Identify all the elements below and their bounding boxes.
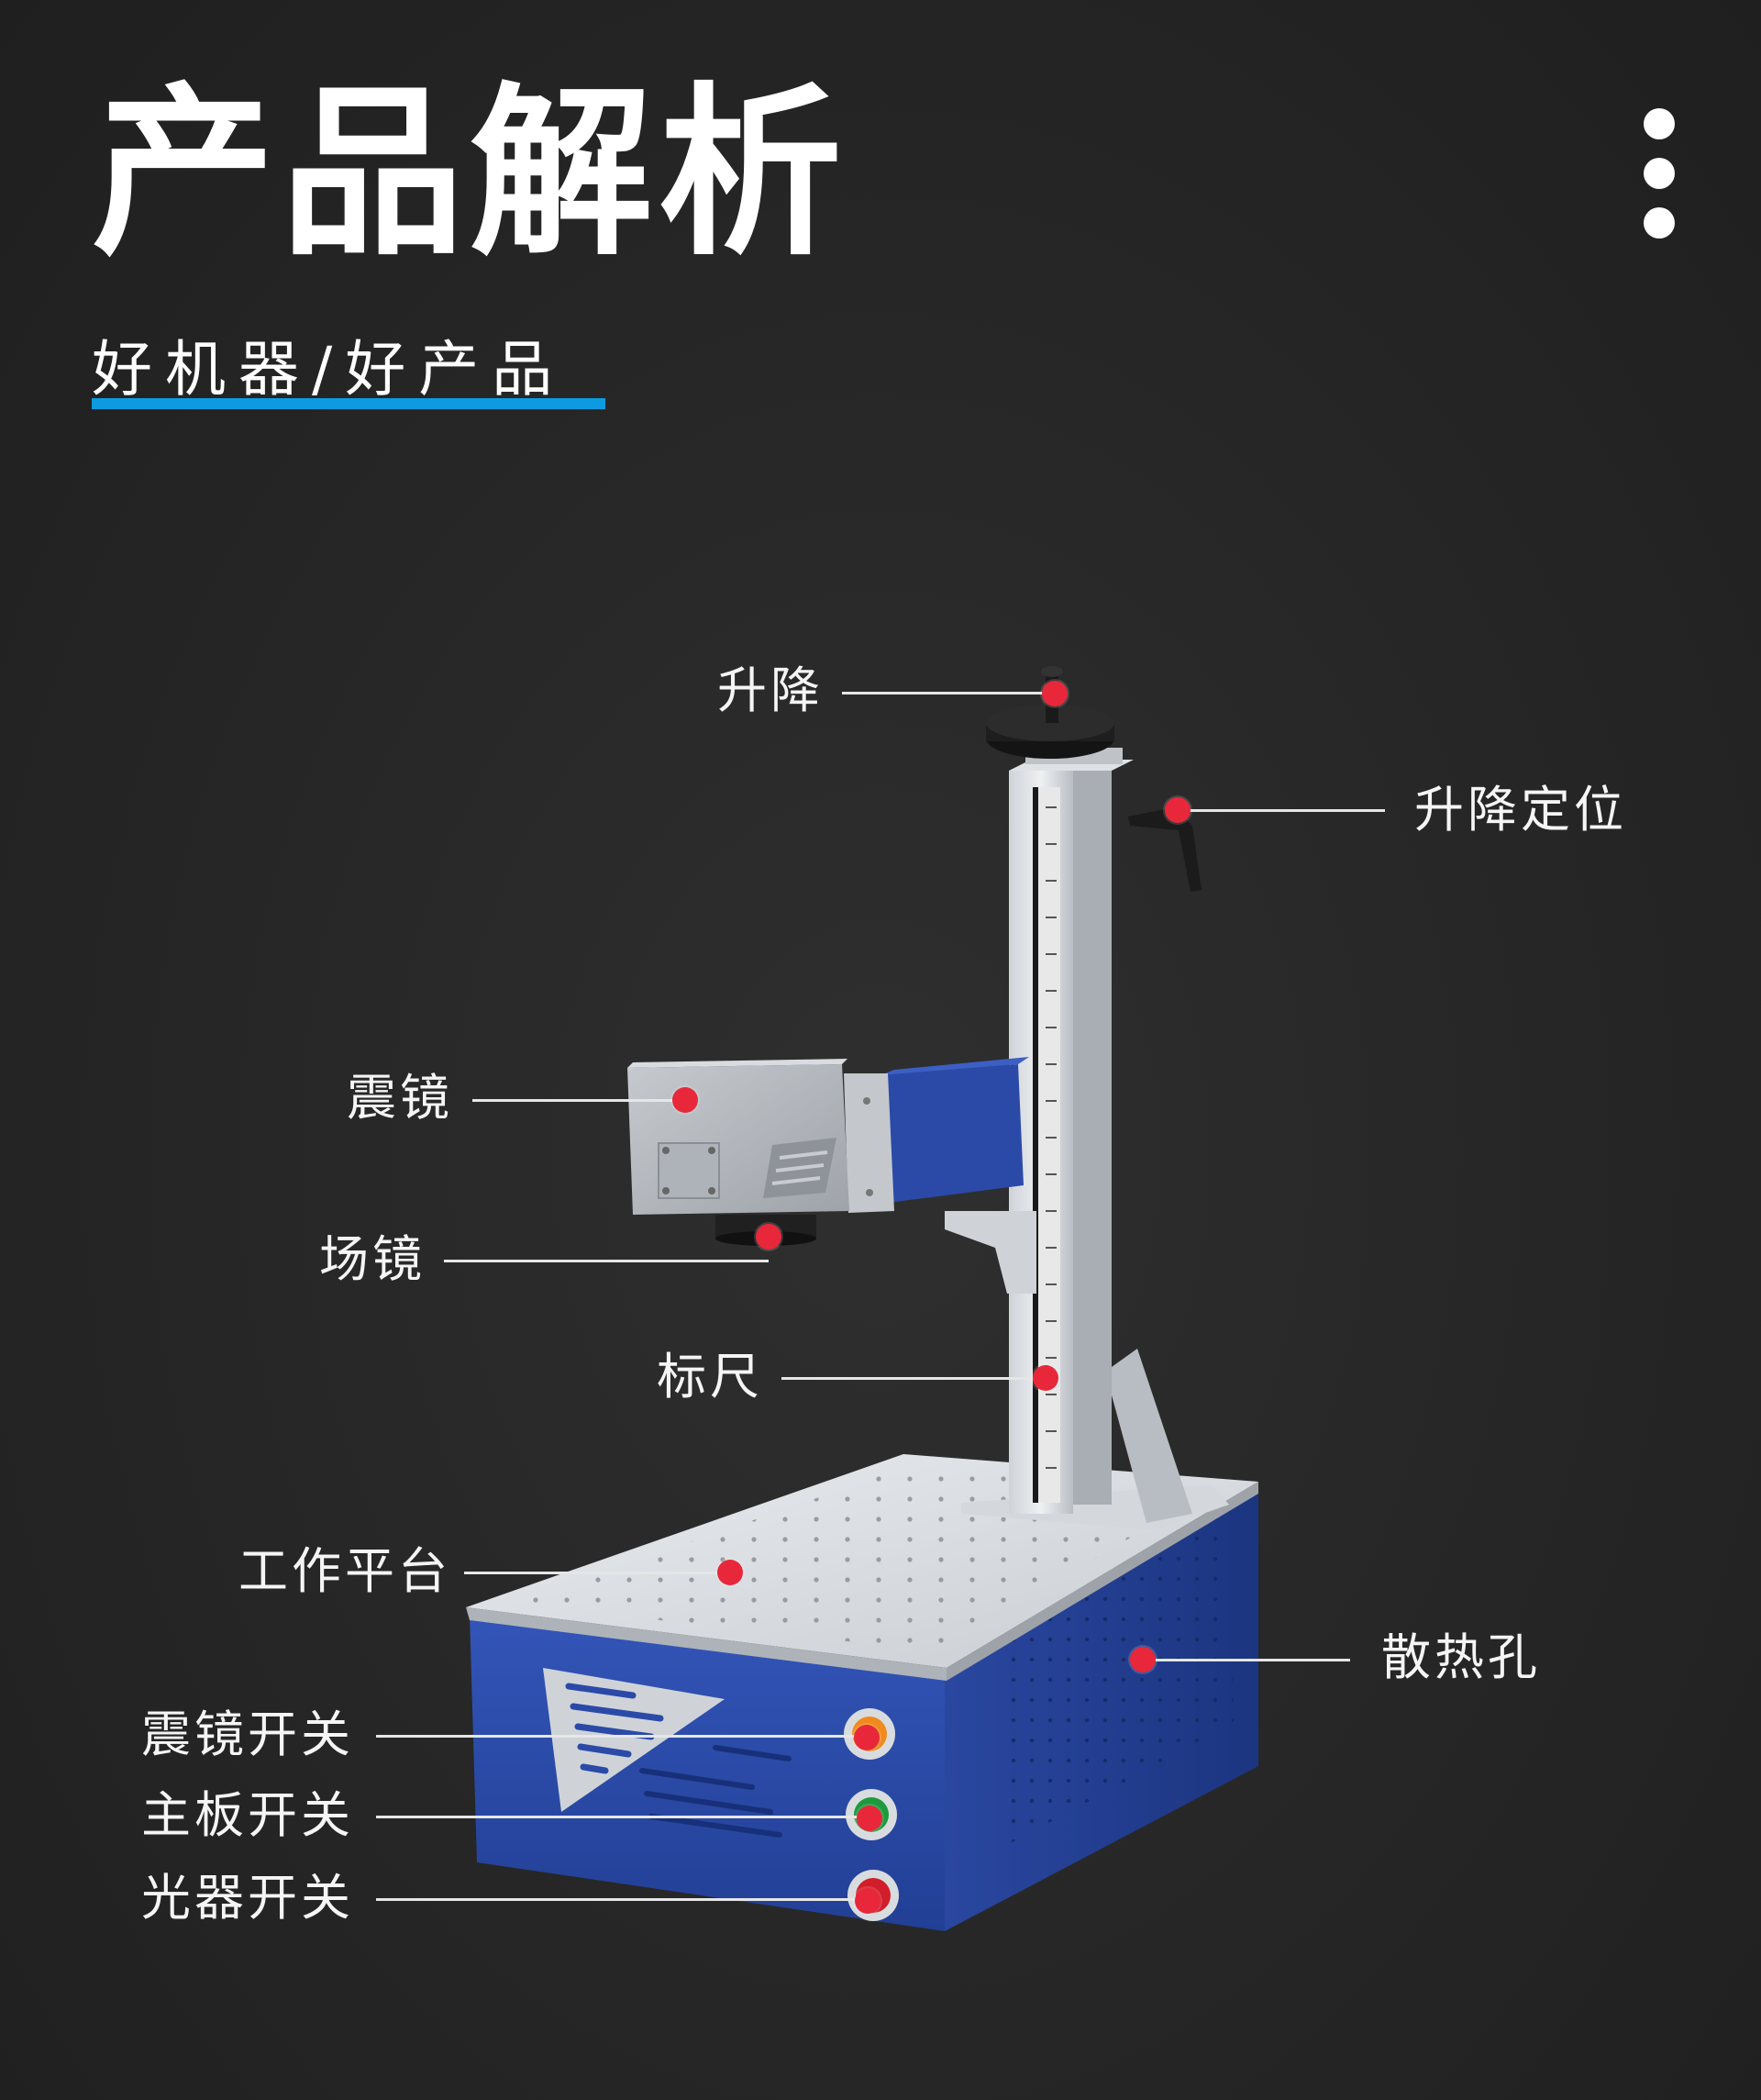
label-lift: 升降 [717,661,824,719]
leader-line-galvo-switch [376,1735,869,1738]
menu-dot [1644,108,1675,139]
leader-line-field-lens [444,1260,769,1262]
leader-line-main-switch [376,1816,871,1818]
page-title: 产品解析 [92,67,848,281]
hotspot-ruler[interactable] [1033,1365,1058,1391]
label-galvo-switch: 震镜开关 [141,1706,354,1763]
label-laser-switch: 光器开关 [141,1869,354,1927]
menu-dot [1644,158,1675,189]
hotspot-field-lens[interactable] [756,1224,781,1250]
leader-line-lift [842,692,1055,694]
label-field-lens: 场镜 [319,1230,426,1288]
label-ruler: 标尺 [657,1348,763,1406]
hotspot-galvo-switch[interactable] [854,1725,880,1750]
label-lift-lock: 升降定位 [1414,781,1627,839]
leader-line-laser-switch [376,1898,873,1901]
hotspot-main-switch[interactable] [857,1806,882,1831]
label-vents: 散热孔 [1381,1628,1541,1686]
leader-line-vents [1143,1659,1350,1661]
menu-dot [1644,207,1675,239]
hotspot-vents[interactable] [1130,1647,1156,1672]
label-main-switch: 主板开关 [141,1786,354,1844]
hotspot-work-table[interactable] [717,1560,743,1585]
hotspot-laser-switch[interactable] [855,1888,880,1914]
more-vertical-icon[interactable] [1644,108,1675,257]
subtitle-underline [92,398,605,409]
hotspot-lift-lock[interactable] [1165,797,1191,823]
leader-line-ruler [781,1377,1046,1380]
page-subtitle: 好机器/好产品 [92,334,566,405]
leader-line-galvo [472,1099,685,1102]
label-galvo: 震镜 [347,1069,453,1127]
leader-line-work-table [464,1572,730,1574]
hotspot-galvo[interactable] [672,1087,698,1113]
label-work-table: 工作平台 [238,1542,451,1600]
hotspot-lift[interactable] [1042,681,1068,706]
leader-line-lift-lock [1178,809,1385,812]
